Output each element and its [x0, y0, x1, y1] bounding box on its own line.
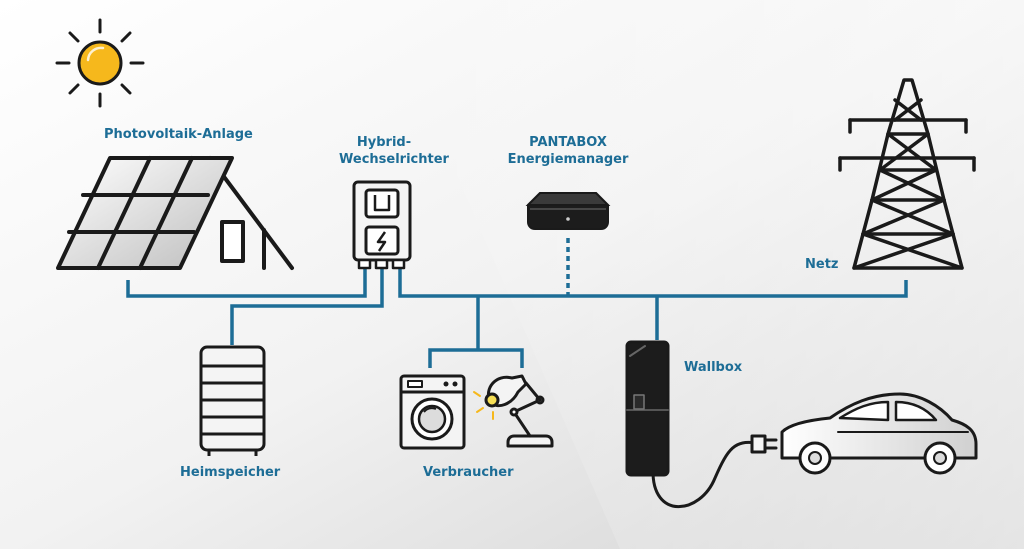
desk-lamp-icon: [473, 374, 554, 448]
connection-lines: [126, 238, 908, 368]
line-pv-to-inverter: [126, 268, 367, 298]
label-photovoltaic: Photovoltaik-Anlage: [104, 127, 253, 142]
wallbox-icon: [625, 340, 758, 509]
label-manager-line1: PANTABOX: [529, 135, 607, 150]
washing-machine-icon: [399, 374, 466, 450]
label-inverter-line2: Wechselrichter: [339, 152, 449, 167]
label-consumers: Verbraucher: [423, 465, 514, 480]
label-wallbox: Wallbox: [684, 360, 743, 375]
line-consumers-split: [428, 348, 524, 368]
line-inverter-to-storage: [230, 268, 384, 345]
battery-storage-icon: [199, 345, 266, 456]
label-inverter: Hybrid- Wechselrichter: [339, 134, 449, 168]
energy-manager-icon: [525, 192, 611, 230]
label-energy-manager: PANTABOX Energiemanager: [505, 134, 631, 168]
line-inverter-to-grid: [398, 268, 908, 298]
label-grid: Netz: [805, 257, 839, 272]
solar-house-icon: [56, 156, 294, 270]
label-inverter-line1: Hybrid-: [356, 135, 412, 150]
sun-icon: [55, 18, 145, 108]
label-storage: Heimspeicher: [180, 465, 281, 480]
car-icon: [750, 392, 978, 475]
inverter-icon: [352, 180, 412, 270]
label-manager-line2: Energiemanager: [507, 152, 629, 167]
power-pylon-icon: [838, 78, 976, 270]
